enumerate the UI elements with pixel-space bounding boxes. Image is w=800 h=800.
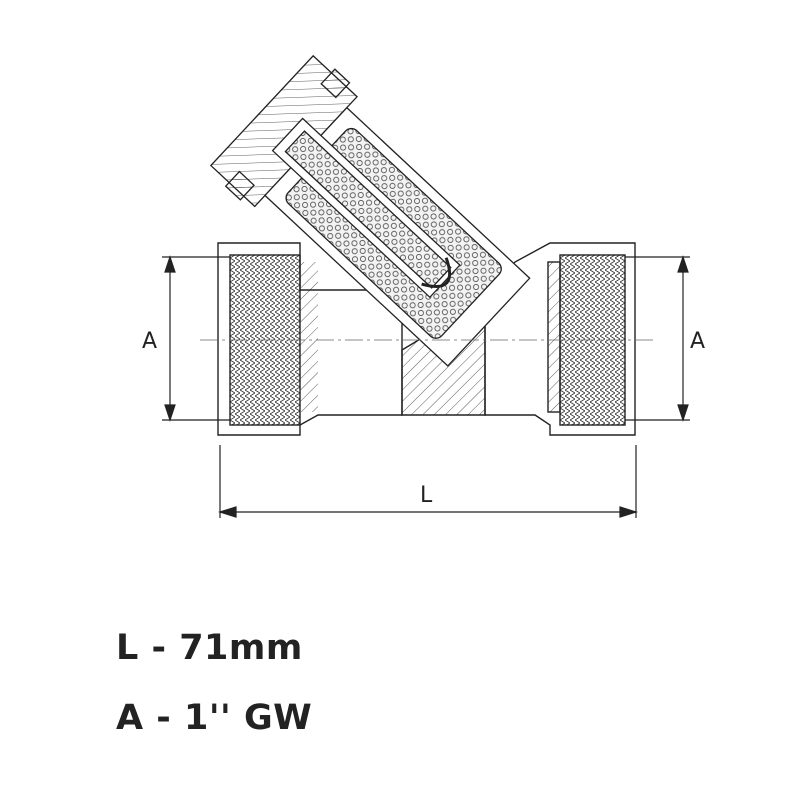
- spec-thread-size: A - 1'' GW: [116, 698, 313, 738]
- dimension-a-left: [162, 255, 230, 422]
- strainer-screen-assembly: [209, 54, 531, 367]
- dimension-label-a-left: A: [142, 329, 157, 354]
- dimension-a-right: [625, 255, 690, 422]
- dimension-l: [217, 445, 639, 518]
- dimension-label-a-right: A: [690, 329, 705, 354]
- dimension-label-l: L: [420, 483, 433, 508]
- spec-length: L - 71mm: [116, 628, 303, 668]
